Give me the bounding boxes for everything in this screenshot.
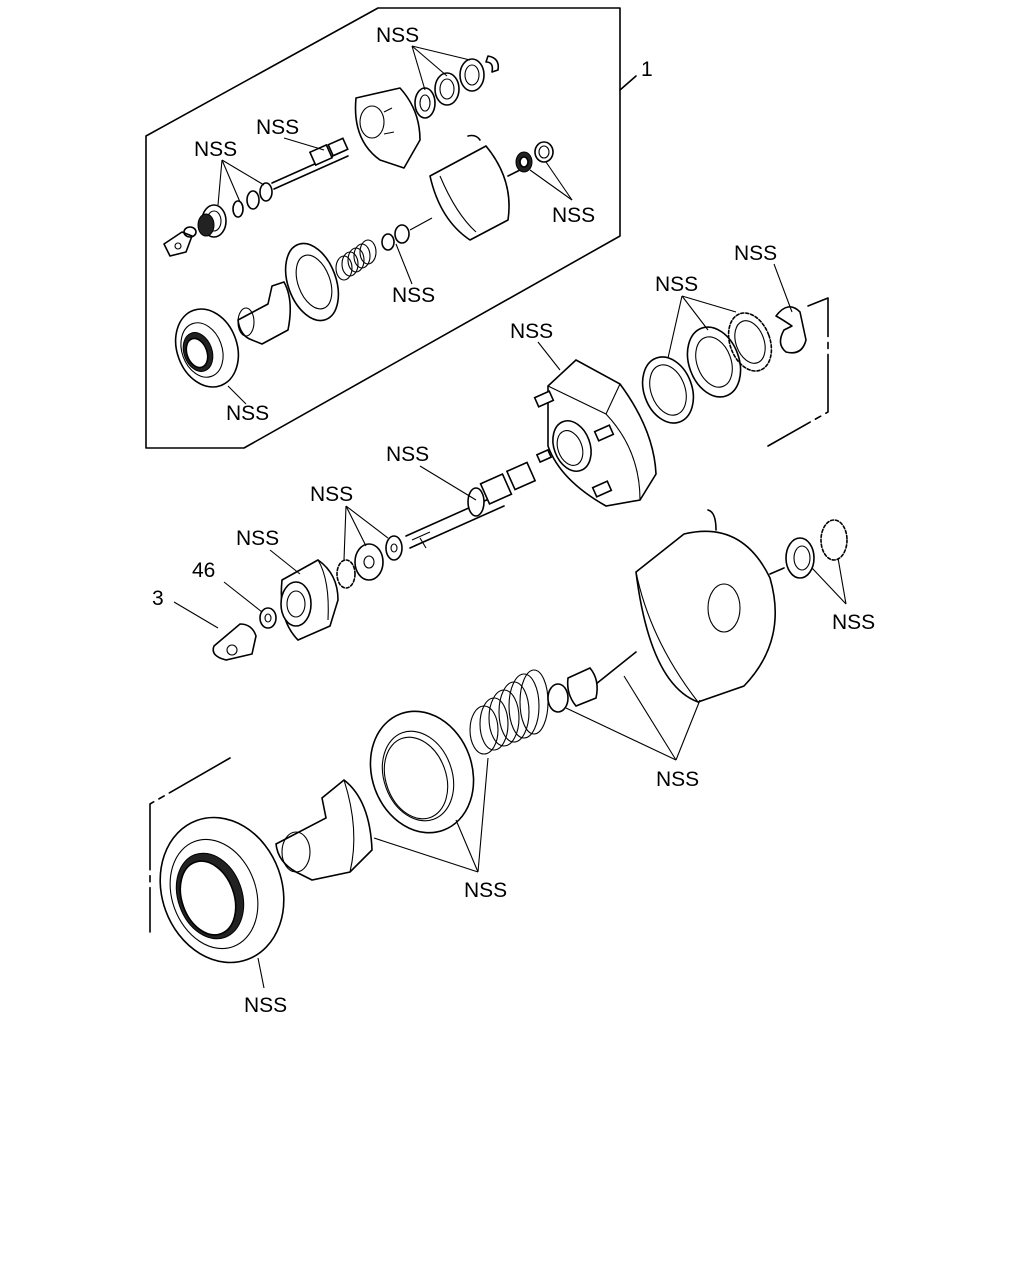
front-cap-group bbox=[785, 519, 848, 579]
seal-bearing bbox=[159, 816, 285, 964]
valve-shaft bbox=[405, 461, 537, 549]
callout-clip: NSS bbox=[734, 242, 777, 265]
callout-piston: NSS bbox=[236, 527, 279, 550]
rear-shell bbox=[635, 509, 785, 703]
callout-inset-ref: 1 bbox=[641, 58, 653, 81]
callout-diaphragm-group: NSS bbox=[464, 879, 507, 902]
callout-seal-bearing: NSS bbox=[244, 994, 287, 1017]
inset-panel bbox=[145, 7, 637, 449]
diaphragm-spring bbox=[469, 669, 549, 755]
callout-inset-top-right: NSS bbox=[376, 24, 419, 47]
inset-bearing bbox=[174, 308, 240, 388]
callout-inset-shaft: NSS bbox=[256, 116, 299, 139]
lower-bracket-line bbox=[149, 757, 231, 933]
diaphragm-plate bbox=[369, 710, 475, 834]
callout-bracket-3: 3 bbox=[152, 587, 164, 610]
mid-leaders bbox=[173, 263, 793, 629]
inset-right-washers bbox=[515, 141, 554, 173]
bracket-3 bbox=[212, 623, 257, 661]
callout-washer-46: 46 bbox=[192, 559, 215, 582]
piston bbox=[280, 559, 339, 641]
snapring-group bbox=[641, 312, 773, 424]
inset-rear-shell bbox=[429, 134, 521, 241]
callout-snapring-group: NSS bbox=[655, 273, 698, 296]
inset-parts bbox=[163, 55, 554, 388]
callout-valve-shaft: NSS bbox=[386, 443, 429, 466]
lower-leaders bbox=[257, 557, 847, 989]
inset-top-washers bbox=[414, 55, 500, 119]
inset-valve-shaft bbox=[271, 137, 349, 190]
rod-group bbox=[547, 651, 637, 713]
callout-inset-washers-right: NSS bbox=[552, 204, 595, 227]
mid-washers bbox=[336, 535, 403, 589]
callout-housing: NSS bbox=[510, 320, 553, 343]
callout-front-cap-group: NSS bbox=[832, 611, 875, 634]
callout-rod-group: NSS bbox=[656, 768, 699, 791]
inset-leaders bbox=[217, 45, 573, 405]
inset-small-parts bbox=[163, 182, 273, 257]
inset-front-shell bbox=[354, 87, 421, 169]
callout-inset-spring-right: NSS bbox=[392, 284, 435, 307]
inset-spring bbox=[335, 217, 433, 281]
callout-inset-small-parts: NSS bbox=[194, 138, 237, 161]
clip bbox=[775, 306, 807, 354]
callout-mid-washers: NSS bbox=[310, 483, 353, 506]
hub-piston bbox=[275, 778, 373, 881]
inset-plunger bbox=[237, 281, 292, 345]
callout-inset-bearing: NSS bbox=[226, 402, 269, 425]
washer-46 bbox=[259, 607, 277, 629]
right-bracket-line bbox=[767, 297, 829, 447]
front-housing bbox=[533, 359, 657, 507]
inset-diaphragm bbox=[284, 242, 340, 322]
